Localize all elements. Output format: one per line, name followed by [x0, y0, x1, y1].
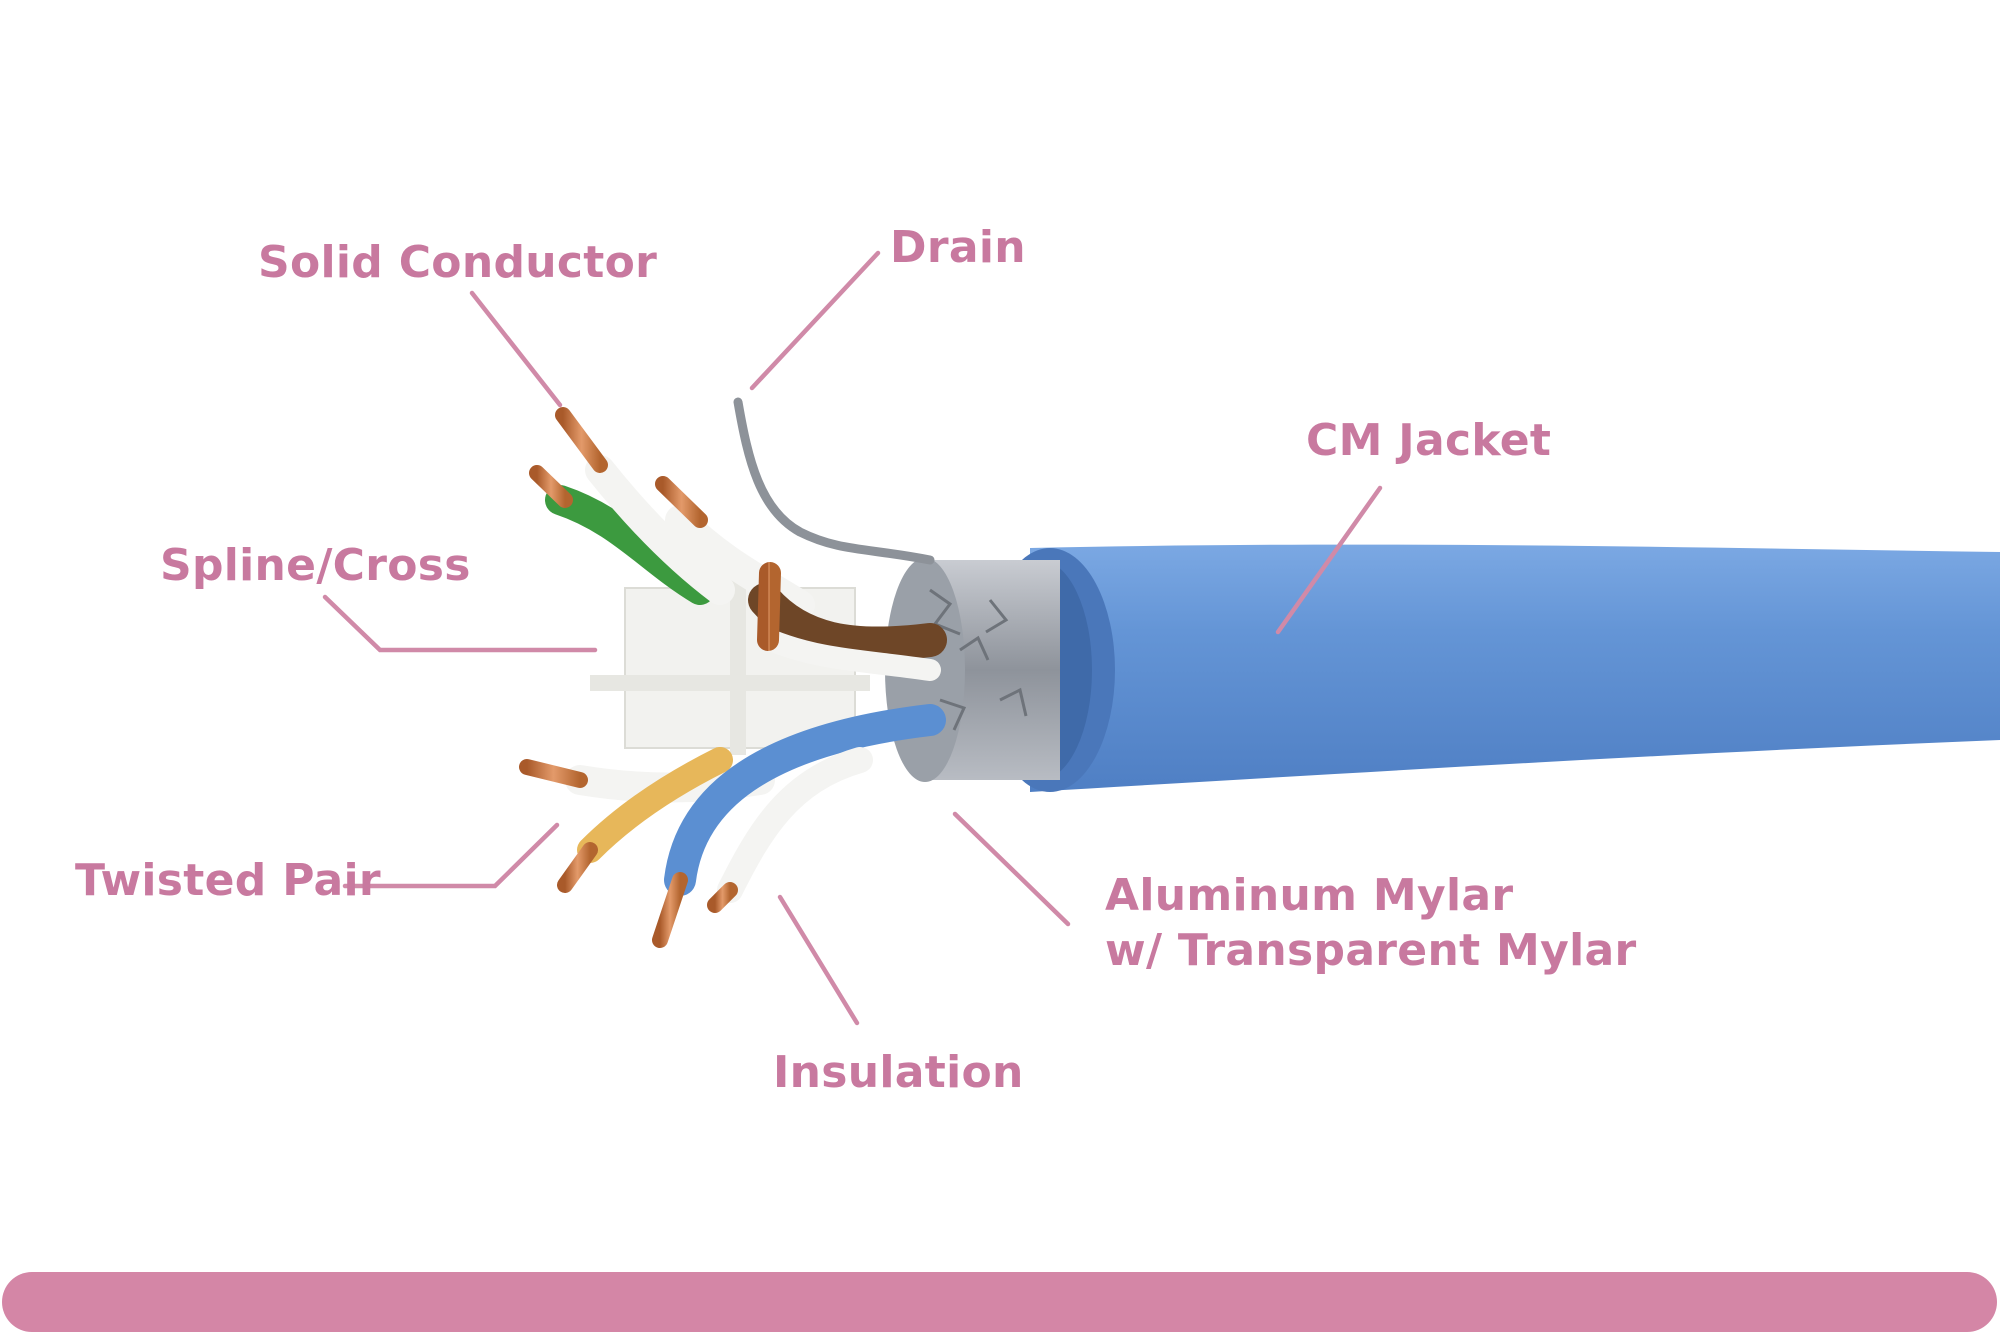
label-drain: Drain: [890, 222, 1026, 273]
leader-line-drain: [749, 250, 881, 391]
solid-conductors: [519, 407, 781, 948]
leader-line-solid-conductor: [469, 290, 563, 408]
label-aluminum-mylar: Aluminum Mylar w/ Transparent Mylar: [1105, 868, 1636, 978]
label-aluminum-mylar-line2: w/ Transparent Mylar: [1105, 925, 1637, 976]
footer-bar: [2, 1272, 1997, 1332]
label-aluminum-mylar-line1: Aluminum Mylar: [1105, 870, 1514, 921]
leader-line-insulation: [777, 894, 860, 1026]
label-twisted-pair: Twisted Pair: [75, 855, 381, 906]
twisted-pairs: [545, 455, 947, 903]
label-insulation: Insulation: [773, 1047, 1024, 1098]
leader-line-cm-jacket: [1275, 485, 1383, 635]
label-spline-cross: Spline/Cross: [160, 540, 471, 591]
leader-line-spline-cross: [322, 594, 598, 653]
cm-jacket: [985, 544, 2000, 792]
leader-line-aluminum-mylar: [952, 811, 1071, 927]
leader-lines: [322, 250, 1383, 1026]
drain-wire: [733, 397, 935, 565]
leader-line-twisted-pair: [342, 822, 560, 889]
label-cm-jacket: CM Jacket: [1306, 415, 1552, 466]
label-solid-conductor: Solid Conductor: [258, 237, 658, 288]
spline-cross: [590, 580, 870, 755]
